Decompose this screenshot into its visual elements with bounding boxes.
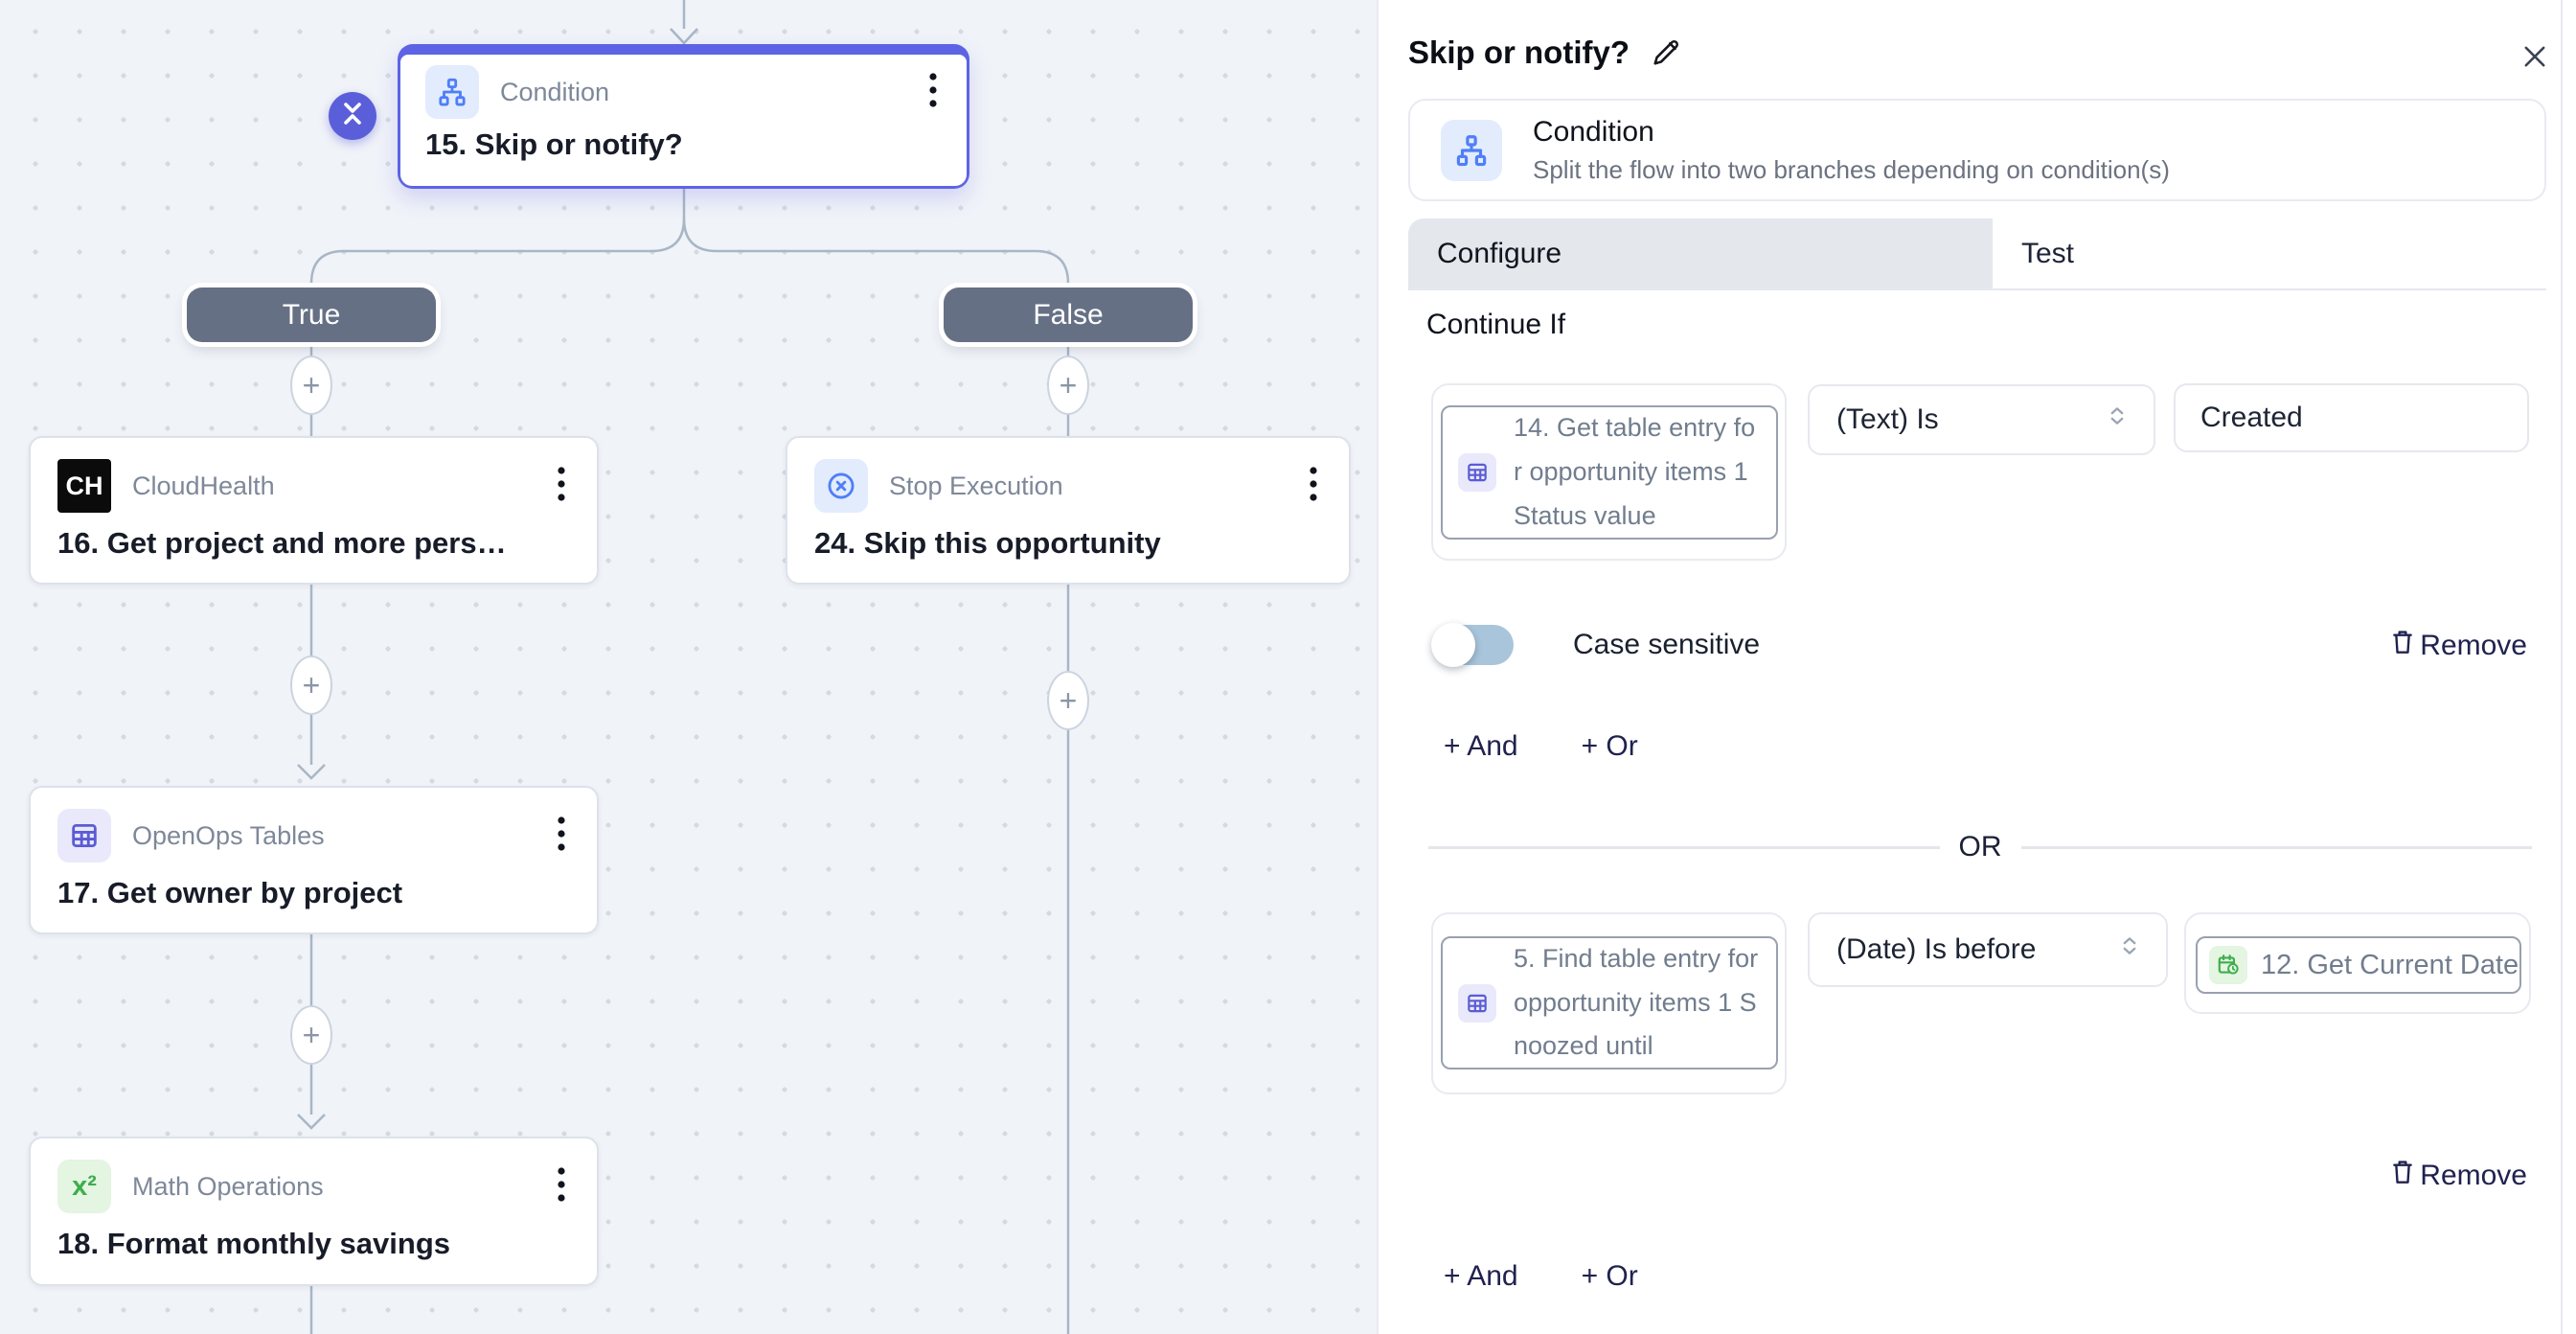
- condition-left-operand-value: 14. Get table entry for opportunity item…: [1514, 413, 1756, 530]
- condition-right-operand-value: 12. Get Current Date: [2261, 949, 2519, 980]
- kebab-menu-icon[interactable]: [1305, 462, 1322, 511]
- kebab-menu-icon[interactable]: [924, 68, 942, 117]
- add-or-button[interactable]: + Or: [1581, 1260, 1638, 1292]
- case-sensitive-toggle[interactable]: [1431, 623, 1514, 667]
- operator-select[interactable]: (Date) Is before: [1808, 912, 2168, 987]
- condition-icon: [1441, 119, 1502, 181]
- add-and-button[interactable]: + And: [1444, 730, 1518, 762]
- step-settings-panel: Skip or notify? Condi: [1377, 0, 2576, 1334]
- add-and-button[interactable]: + And: [1444, 1260, 1518, 1292]
- node-app-label: CloudHealth: [132, 471, 275, 500]
- or-divider: OR: [1428, 831, 2532, 862]
- divider-line: [2020, 845, 2532, 849]
- toggle-knob: [1431, 623, 1475, 667]
- condition-icon: [425, 65, 479, 119]
- condition-left-operand-field[interactable]: 5. Find table entry for opportunity item…: [1441, 936, 1778, 1070]
- node-math-operations[interactable]: x² Math Operations 18. Format monthly sa…: [29, 1137, 599, 1286]
- scrollbar-track[interactable]: [2561, 0, 2563, 1334]
- collapse-branches-button[interactable]: [329, 92, 376, 140]
- condition-right-operand-input[interactable]: [2174, 383, 2529, 452]
- math-icon: x²: [57, 1160, 111, 1213]
- edit-name-icon[interactable]: [1649, 35, 1683, 70]
- add-step-button[interactable]: +: [290, 356, 332, 415]
- add-step-button[interactable]: +: [1047, 356, 1089, 415]
- node-condition[interactable]: Condition 15. Skip or notify?: [398, 44, 969, 189]
- node-name: 24. Skip this opportunity: [814, 526, 1161, 560]
- add-or-button[interactable]: + Or: [1581, 730, 1638, 762]
- kebab-menu-icon[interactable]: [553, 462, 570, 511]
- condition-left-operand-field[interactable]: 14. Get table entry for opportunity item…: [1441, 405, 1778, 540]
- select-chevrons-icon: [2104, 402, 2131, 437]
- kebab-menu-icon[interactable]: [553, 1162, 570, 1211]
- trash-icon: [2387, 625, 2418, 667]
- trash-icon: [2387, 1155, 2418, 1197]
- add-step-button[interactable]: +: [290, 1005, 332, 1065]
- node-app-label: Math Operations: [132, 1171, 324, 1201]
- condition-left-operand-value: 5. Find table entry for opportunity item…: [1514, 943, 1759, 1061]
- node-app-label: Condition: [500, 77, 610, 106]
- flow-canvas[interactable]: Condition 15. Skip or notify? True False…: [0, 0, 1377, 1334]
- date-icon: [2209, 946, 2247, 984]
- cloudhealth-icon: CH: [57, 459, 111, 513]
- or-divider-label: OR: [1958, 831, 2002, 862]
- case-sensitive-row: Case sensitive: [1431, 623, 1761, 667]
- tab-configure[interactable]: Configure: [1408, 218, 1993, 288]
- add-step-button[interactable]: +: [290, 656, 332, 715]
- node-name: 16. Get project and more pers…: [57, 526, 507, 560]
- condition-right-operand-container: [2184, 912, 2531, 1014]
- add-condition-links: + And + Or: [1444, 1260, 1638, 1293]
- collapse-icon: [335, 97, 370, 136]
- divider-line: [1428, 845, 1940, 849]
- node-cloudhealth[interactable]: CH CloudHealth 16. Get project and more …: [29, 436, 599, 585]
- block-description: Split the flow into two branches dependi…: [1533, 154, 2170, 184]
- node-name: 17. Get owner by project: [57, 876, 403, 909]
- node-openops-tables[interactable]: OpenOps Tables 17. Get owner by project: [29, 786, 599, 934]
- stop-execution-icon: [814, 459, 868, 513]
- node-stop-execution[interactable]: Stop Execution 24. Skip this opportunity: [786, 436, 1351, 585]
- select-chevrons-icon: [2116, 932, 2143, 967]
- add-condition-links: + And + Or: [1444, 730, 1638, 763]
- condition-right-operand-field[interactable]: 12. Get Current Date: [2196, 936, 2521, 994]
- close-panel-icon[interactable]: [2519, 40, 2551, 73]
- remove-label: Remove: [2420, 630, 2527, 661]
- remove-condition-button[interactable]: Remove: [2387, 625, 2527, 667]
- panel-tabs: Configure Test: [1408, 218, 2546, 290]
- operator-selected-value: (Text) Is: [1836, 403, 1939, 435]
- node-app-label: Stop Execution: [889, 471, 1063, 500]
- flow-edges: [297, 0, 1070, 1334]
- node-name: 15. Skip or notify?: [425, 127, 683, 161]
- operator-select[interactable]: (Text) Is: [1808, 384, 2155, 455]
- branch-label-true: True: [187, 288, 436, 342]
- case-sensitive-label: Case sensitive: [1573, 629, 1761, 660]
- tables-icon: [1458, 453, 1496, 492]
- node-name: 18. Format monthly savings: [57, 1227, 450, 1260]
- block-info-card: Condition Split the flow into two branch…: [1408, 99, 2546, 201]
- section-heading: Continue If: [1426, 309, 1566, 340]
- tables-icon: [57, 809, 111, 862]
- tables-icon: [1458, 983, 1496, 1023]
- node-app-label: OpenOps Tables: [132, 820, 325, 850]
- branch-label-false: False: [944, 288, 1193, 342]
- remove-label: Remove: [2420, 1160, 2527, 1191]
- block-title: Condition: [1533, 115, 1654, 148]
- operator-selected-value: (Date) Is before: [1836, 933, 2037, 965]
- kebab-menu-icon[interactable]: [553, 812, 570, 861]
- remove-condition-button[interactable]: Remove: [2387, 1155, 2527, 1197]
- add-step-button[interactable]: +: [1047, 671, 1089, 730]
- tab-test[interactable]: Test: [1993, 218, 2546, 288]
- panel-title: Skip or notify?: [1408, 34, 1630, 70]
